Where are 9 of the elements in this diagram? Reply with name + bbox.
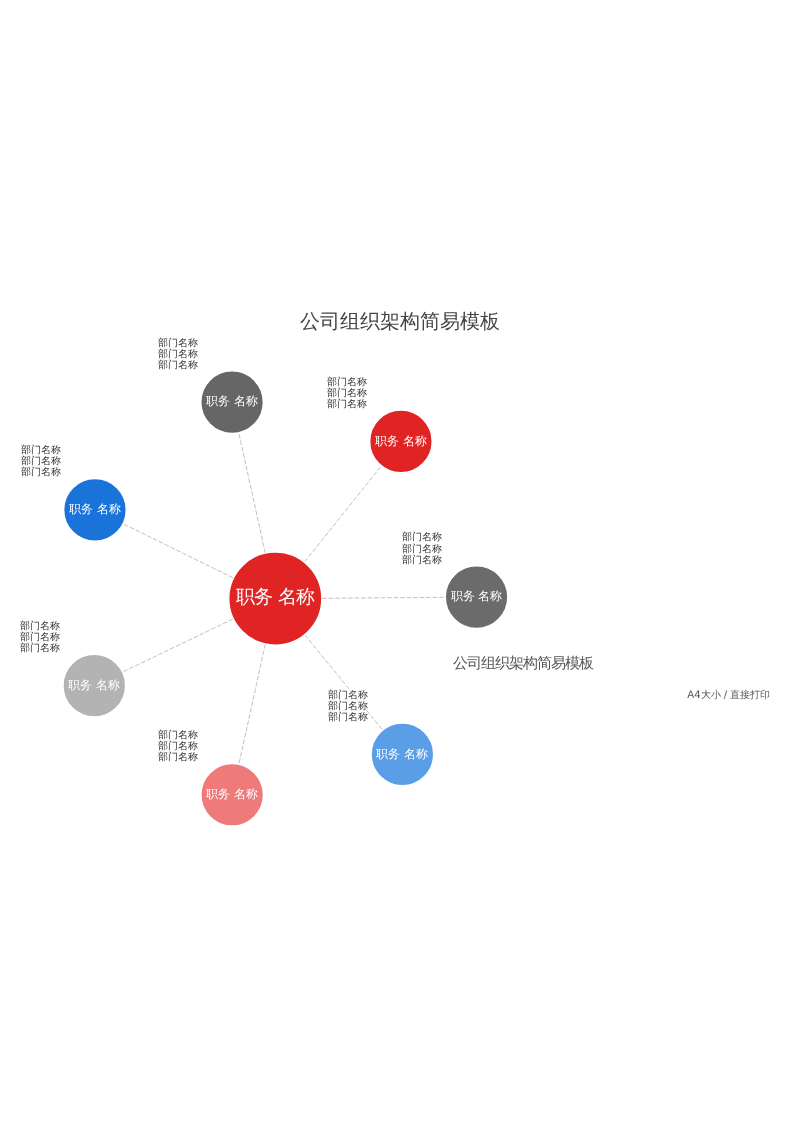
connector — [304, 633, 383, 730]
diagram-title: 公司组织架构简易模板 — [300, 310, 500, 333]
connector — [304, 464, 382, 562]
connector — [238, 642, 266, 764]
connector — [123, 522, 234, 578]
connector — [321, 595, 446, 598]
connector — [238, 431, 266, 553]
node-circle: 职务 名称 — [227, 549, 323, 646]
connector — [122, 617, 234, 672]
